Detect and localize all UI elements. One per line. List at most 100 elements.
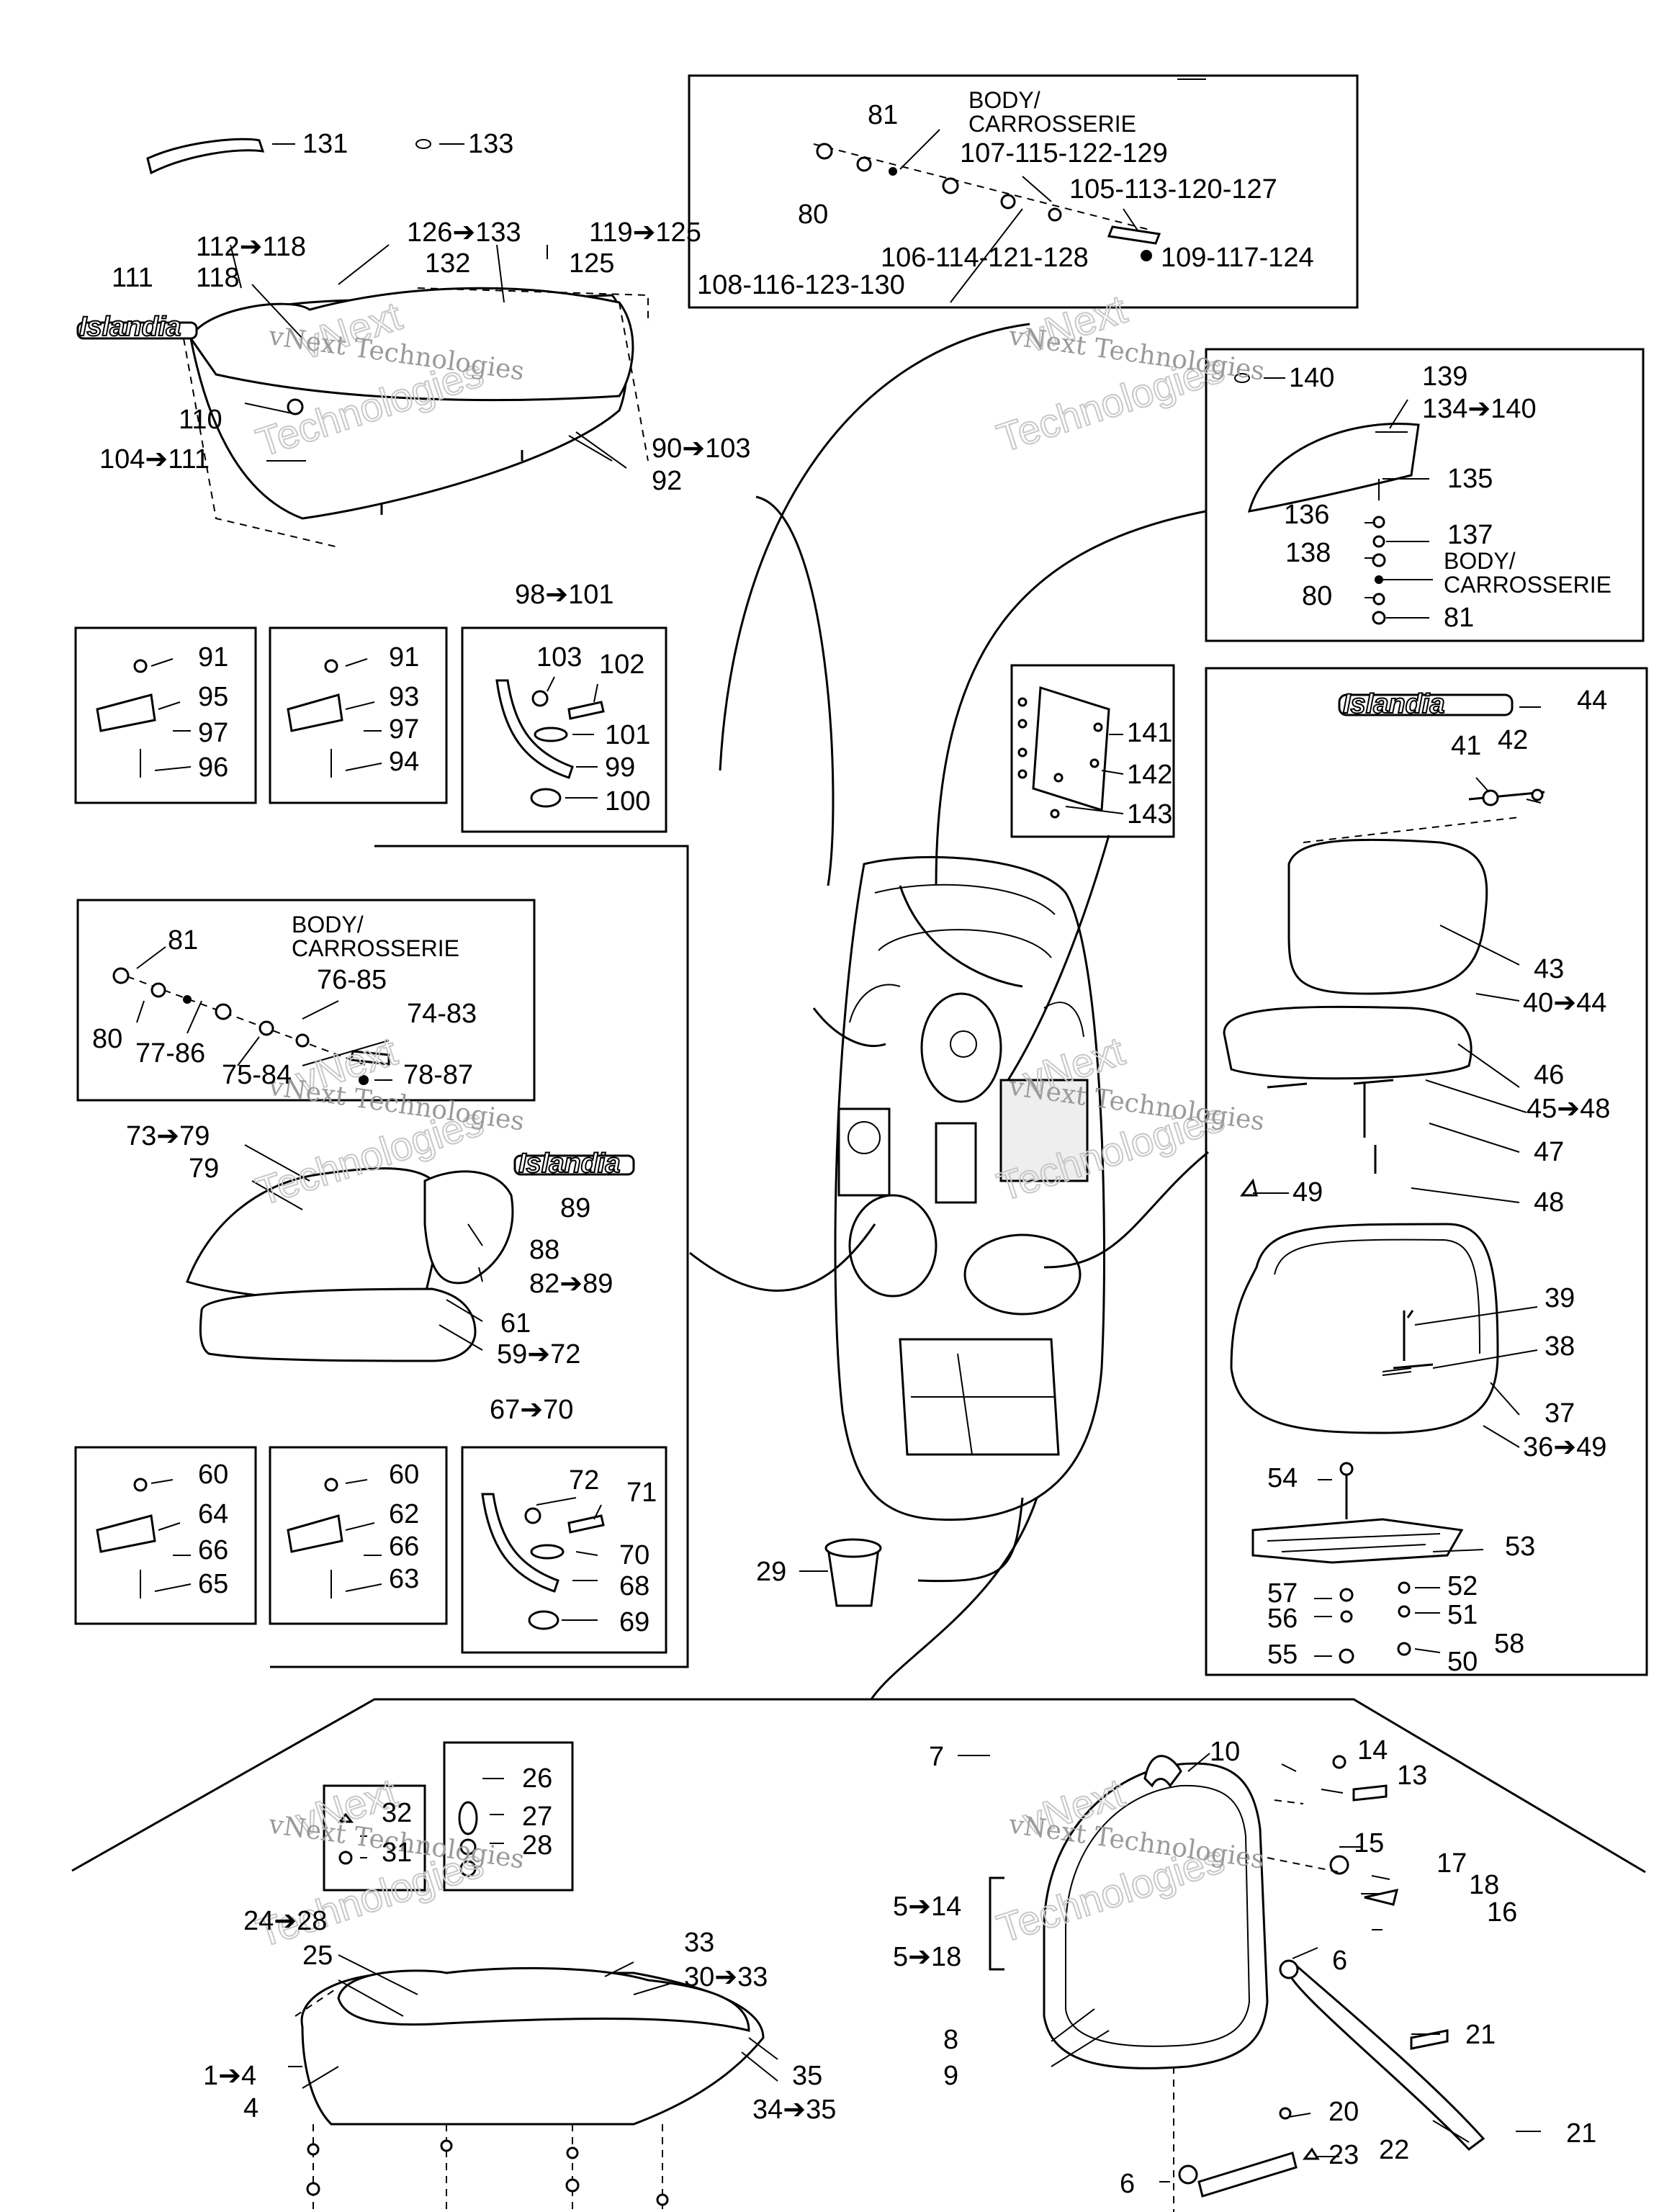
- detail-box-68: [461, 1446, 667, 1654]
- label-109: 109-117-124: [1161, 243, 1314, 273]
- part-labels: 131 133 126➔133 119➔125 112➔118 111 118 …: [92, 87, 1611, 2199]
- label-m62: 62: [389, 1499, 419, 1529]
- label-105: 105-113-120-127: [1069, 174, 1277, 204]
- label-m89: 89: [560, 1193, 590, 1223]
- label-m65: 65: [198, 1569, 228, 1599]
- label-101: 101: [605, 720, 650, 750]
- label-94: 94: [389, 747, 419, 777]
- label-99: 99: [605, 752, 635, 783]
- label-m61: 61: [500, 1308, 531, 1339]
- label-s42: 42: [1498, 725, 1528, 755]
- label-s55: 55: [1267, 1640, 1298, 1670]
- label-b24-28: 24➔28: [243, 1906, 327, 1936]
- label-m82-89: 82➔89: [529, 1269, 613, 1299]
- label-91a: 91: [198, 642, 228, 673]
- label-s45-48: 45➔48: [1527, 1094, 1610, 1124]
- fastener-detail-box-mid: [76, 899, 536, 1102]
- label-s57: 57: [1267, 1578, 1298, 1609]
- label-95: 95: [198, 682, 228, 712]
- label-d5-18: 5➔18: [893, 1942, 961, 1972]
- boat-hull: [834, 855, 1105, 1521]
- label-133: 133: [468, 129, 513, 159]
- label-93: 93: [389, 682, 419, 712]
- label-s56: 56: [1267, 1604, 1298, 1634]
- label-m59-72: 59➔72: [497, 1339, 580, 1370]
- label-119-125: 119➔125: [589, 217, 701, 248]
- label-d10: 10: [1210, 1737, 1240, 1767]
- label-d20: 20: [1328, 2097, 1359, 2127]
- label-110: 110: [179, 405, 222, 435]
- label-m75: 75-84: [222, 1060, 292, 1090]
- label-m-carrosserie: CARROSSERIE: [292, 935, 459, 961]
- label-b27: 27: [522, 1802, 552, 1832]
- label-r140: 140: [1289, 363, 1334, 393]
- label-m66a: 66: [198, 1535, 228, 1565]
- label-d18: 18: [1469, 1870, 1499, 1900]
- label-r134-140: 134➔140: [1422, 394, 1537, 424]
- label-d9: 9: [943, 2061, 958, 2091]
- cup-holder-29: [824, 1538, 882, 1607]
- label-d22: 22: [1379, 2135, 1409, 2165]
- label-s52: 52: [1447, 1571, 1478, 1601]
- label-102: 102: [599, 649, 644, 680]
- label-b1-4: 1➔4: [203, 2061, 256, 2091]
- label-d21b: 21: [1566, 2118, 1596, 2149]
- label-d7: 7: [929, 1742, 944, 1772]
- leader-curves: [689, 323, 1209, 1700]
- label-r143: 143: [1127, 799, 1172, 830]
- label-m79: 79: [189, 1154, 219, 1184]
- label-d6b: 6: [1120, 2169, 1135, 2199]
- label-m76: 76-85: [317, 965, 387, 995]
- label-d6a: 6: [1332, 1946, 1347, 1976]
- seat-back-43: Islandia: [1223, 688, 1545, 1434]
- label-d21a: 21: [1465, 2020, 1496, 2050]
- label-b32: 32: [382, 1798, 412, 1828]
- svg-text:Islandia: Islandia: [1343, 689, 1445, 719]
- label-c29: 29: [756, 1557, 786, 1587]
- seat-assembly-mid-left: Islandia: [186, 1148, 635, 1362]
- label-97a: 97: [198, 718, 228, 748]
- label-b26: 26: [522, 1763, 552, 1794]
- label-m74: 74-83: [407, 999, 477, 1029]
- detail-contents-mid: [96, 1478, 605, 1630]
- label-s58: 58: [1494, 1629, 1524, 1659]
- label-m88: 88: [529, 1235, 559, 1265]
- label-m67-70: 67➔70: [490, 1395, 573, 1425]
- label-b33: 33: [684, 1928, 714, 1958]
- label-132: 132: [425, 248, 470, 279]
- label-96: 96: [198, 752, 228, 783]
- label-b31: 31: [382, 1838, 412, 1868]
- label-d13: 13: [1397, 1761, 1427, 1791]
- label-98-101: 98➔101: [515, 580, 614, 610]
- label-s48: 48: [1534, 1187, 1564, 1218]
- label-97b: 97: [389, 714, 419, 745]
- seat-detail-box-right: [1205, 667, 1648, 1676]
- label-m77: 77-86: [135, 1038, 205, 1069]
- label-m60b: 60: [389, 1460, 419, 1490]
- label-m-body: BODY/: [292, 912, 364, 938]
- label-s41: 41: [1451, 731, 1481, 761]
- label-d5-14: 5➔14: [893, 1892, 961, 1922]
- label-r-carrosserie: CARROSSERIE: [1444, 572, 1611, 598]
- label-s53: 53: [1505, 1532, 1535, 1562]
- label-m63: 63: [389, 1564, 419, 1594]
- label-m64: 64: [198, 1499, 228, 1529]
- seat-base-53: [1251, 1462, 1464, 1664]
- label-131: 131: [302, 129, 348, 159]
- detail-contents-top: [96, 659, 605, 808]
- label-s49: 49: [1292, 1177, 1323, 1208]
- label-s46: 46: [1534, 1060, 1564, 1090]
- fastener-stack-top: [813, 143, 1161, 261]
- label-d15: 15: [1354, 1828, 1384, 1858]
- label-r80: 80: [1302, 581, 1332, 611]
- label-m60a: 60: [198, 1460, 228, 1490]
- label-body: BODY/: [968, 87, 1040, 113]
- label-103: 103: [536, 642, 582, 673]
- label-90-103: 90➔103: [652, 433, 751, 464]
- bottom-frame: [71, 1698, 1646, 1874]
- label-r-body: BODY/: [1444, 548, 1516, 574]
- label-d8: 8: [943, 2025, 958, 2055]
- seat-assembly-top-left: [146, 138, 649, 548]
